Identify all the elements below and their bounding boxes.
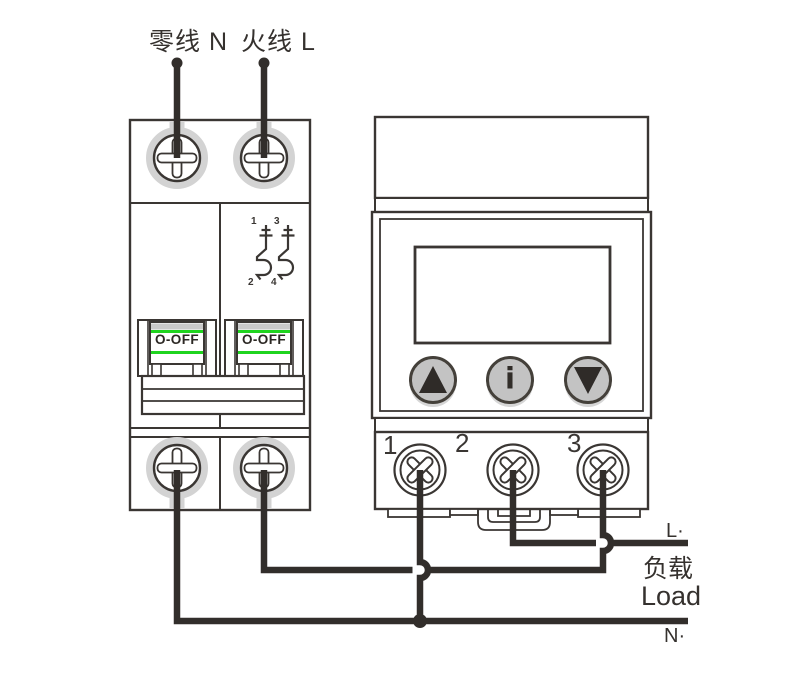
wire-neutral-run (173, 470, 688, 625)
info-button-label: i (505, 361, 515, 396)
timer-device (370, 115, 653, 531)
symbol-number-3: 3 (274, 216, 280, 227)
symbol-number-4: 4 (271, 277, 277, 288)
label-load-en: Load (641, 581, 702, 611)
timer-button-down (564, 356, 612, 404)
breaker-switch-left (137, 319, 217, 377)
label-neutral-out: N· (664, 625, 686, 647)
breaker-symbol (254, 225, 295, 281)
breaker-switch-right (224, 319, 304, 377)
switch-label-left: O-OFF (155, 332, 199, 347)
breaker-tiebar (140, 374, 306, 416)
lcd-display (413, 245, 612, 345)
wire-terminal1-neutral (416, 470, 432, 621)
wire-breaker-to-terminal3 (260, 470, 615, 574)
breaker-device (128, 118, 312, 512)
junction-dot (413, 614, 427, 628)
timer-button-up (409, 356, 457, 404)
terminal-number-1: 1 (383, 430, 398, 460)
label-load-cn: 负载 (643, 555, 694, 583)
label-live-input: 火线 L (241, 28, 316, 56)
symbol-number-1: 1 (251, 216, 257, 227)
green-indicator (151, 330, 203, 333)
label-neutral-input: 零线 N (149, 28, 229, 56)
wiring (171, 57, 688, 628)
green-indicator (238, 351, 290, 354)
timer-button-info (486, 356, 534, 404)
green-indicator (151, 351, 203, 354)
label-live-out: L· (666, 520, 684, 542)
wire-live-out (509, 470, 688, 547)
up-arrow-icon (419, 366, 447, 393)
switch-label-right: O-OFF (242, 332, 286, 347)
green-indicator (238, 330, 290, 333)
terminal-number-2: 2 (455, 428, 470, 458)
terminal-number-3: 3 (567, 428, 582, 458)
symbol-number-2: 2 (248, 277, 254, 288)
down-arrow-icon (574, 367, 602, 394)
